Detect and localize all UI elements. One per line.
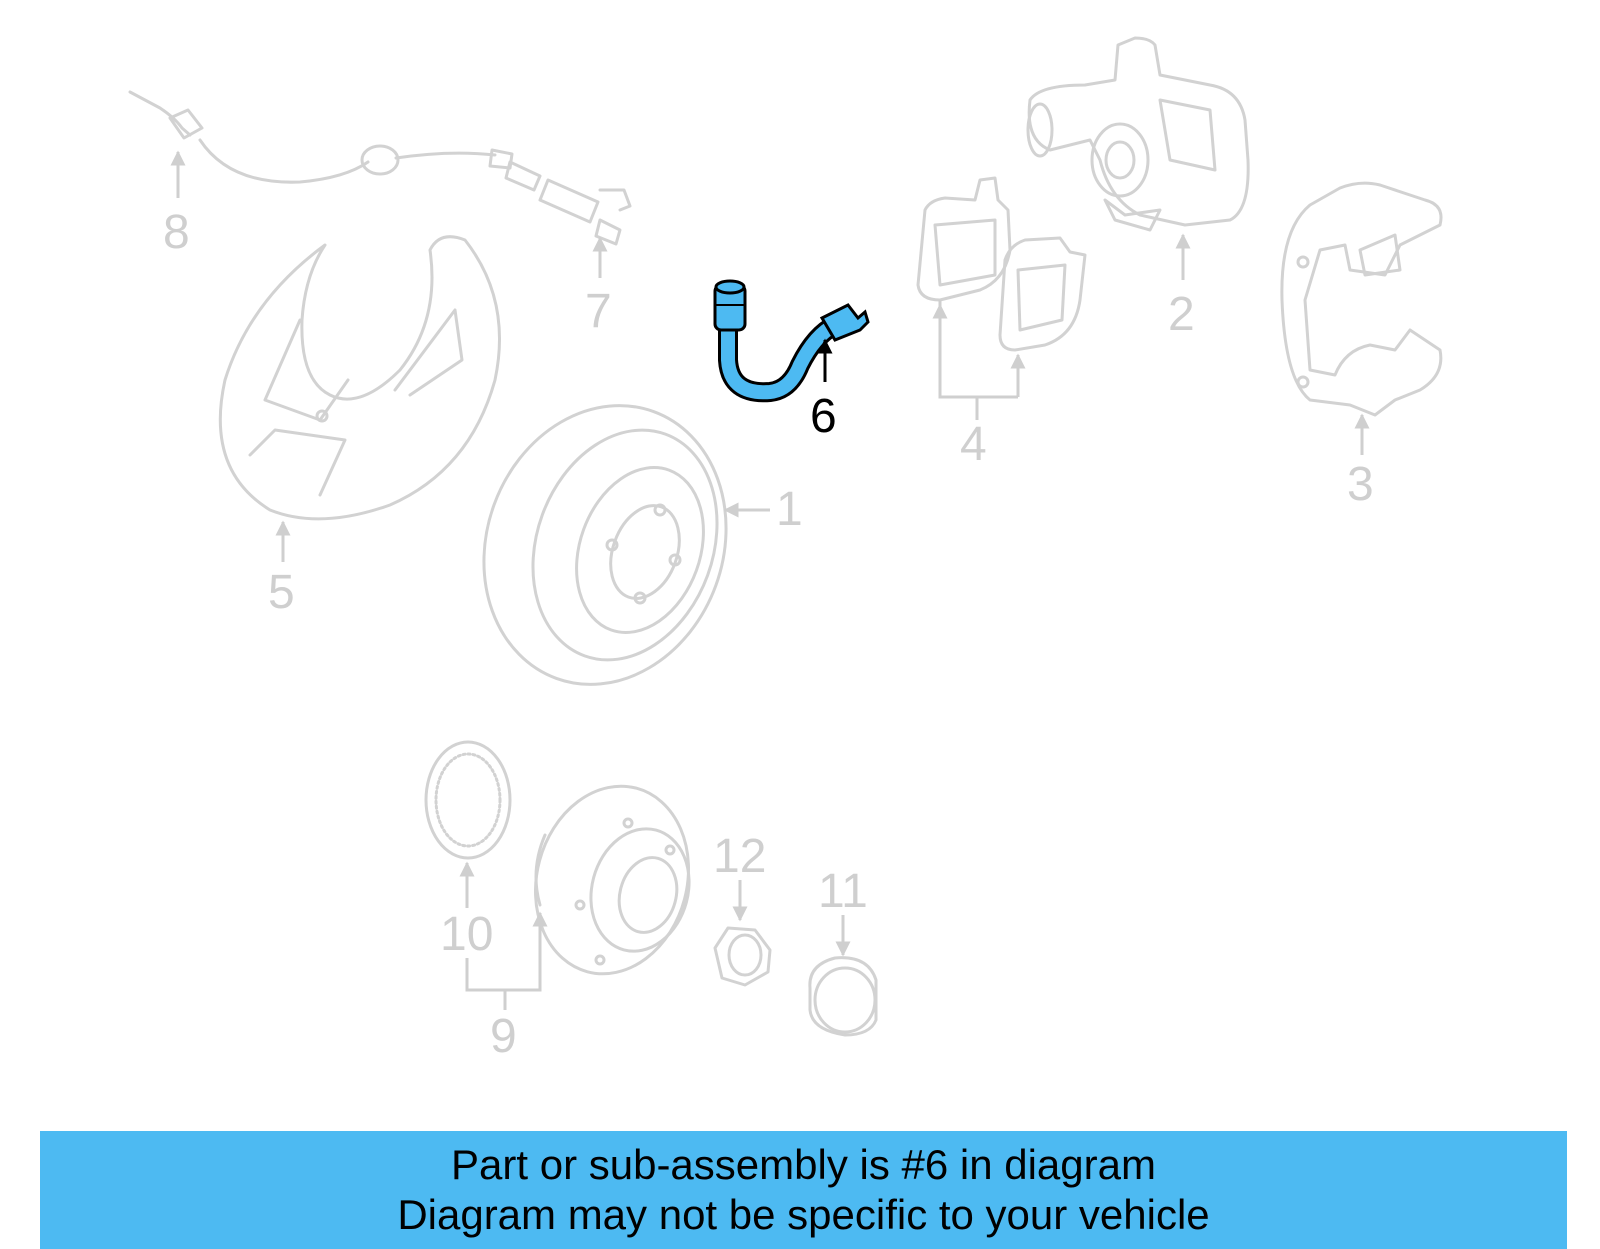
callout-9: 9 — [490, 1010, 517, 1063]
brake-pads — [916, 176, 1087, 352]
callout-12: 12 — [713, 830, 766, 883]
callout-6: 6 — [810, 390, 837, 443]
brake-caliper — [1026, 36, 1250, 232]
callout-11: 11 — [818, 865, 868, 918]
callout-8: 8 — [163, 206, 190, 259]
callout-3: 3 — [1347, 458, 1374, 511]
callout-2: 2 — [1168, 288, 1195, 341]
info-banner: Part or sub-assembly is #6 in diagram Di… — [40, 1131, 1567, 1249]
abs-tone-ring — [424, 740, 512, 860]
callout-7: 7 — [585, 285, 612, 338]
callout-5: 5 — [268, 566, 295, 619]
callout-4: 4 — [960, 418, 987, 471]
callout-labels: 1 2 3 4 5 6 7 8 9 10 11 12 — [163, 206, 1374, 1063]
callout-1: 1 — [776, 483, 803, 536]
callout-10: 10 — [440, 908, 493, 961]
leader-lines — [170, 150, 1370, 1010]
banner-part-note: Part or sub-assembly is #6 in diagram — [451, 1141, 1156, 1188]
wheel-hub — [533, 784, 691, 976]
brake-rotor — [482, 404, 728, 686]
dust-shield — [218, 235, 501, 521]
banner-disclaimer: Diagram may not be specific to your vehi… — [397, 1191, 1210, 1238]
abs-sensor-wire — [128, 90, 632, 246]
hub-nut — [713, 926, 772, 987]
parts-diagram: 1 2 3 4 5 6 7 8 9 10 11 12 — [128, 36, 1443, 1063]
grease-cap — [808, 956, 878, 1037]
caliper-bracket — [1280, 181, 1443, 417]
brake-hose — [713, 279, 870, 403]
